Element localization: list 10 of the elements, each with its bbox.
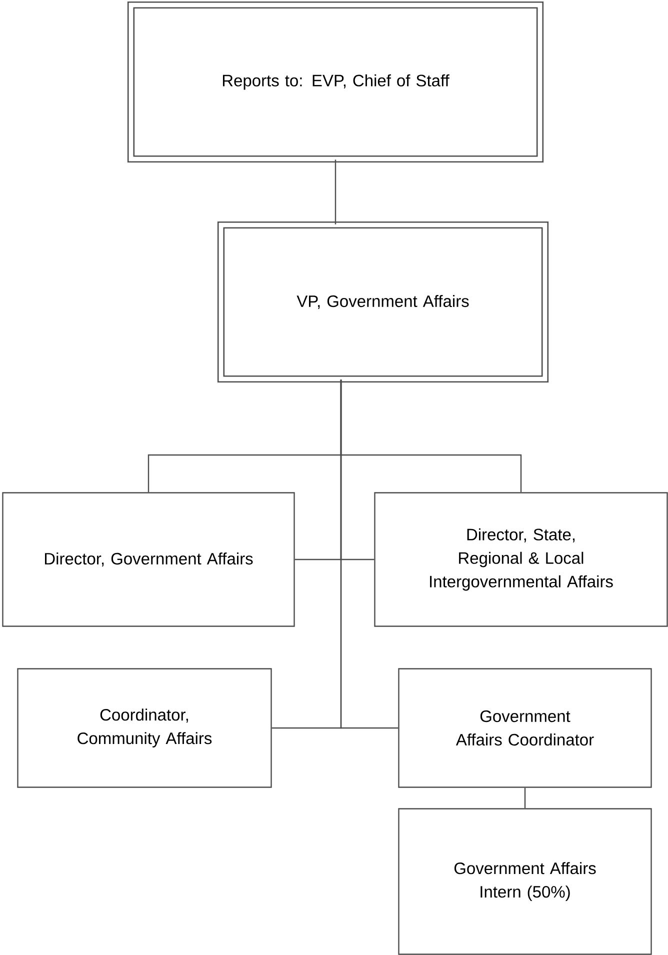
org-box: Director, State, Regional & Local Intergovernmental Affairs (374, 492, 668, 627)
org-box: Government Affairs Coordinator (398, 668, 652, 788)
org-box: Reports to: EVP, Chief of Staff (127, 1, 544, 163)
org-box: VP, Government Affairs (217, 221, 549, 383)
org-box: Director, Government Affairs (2, 492, 295, 627)
org-box: Coordinator, Community Affairs (17, 668, 272, 788)
connector-line (524, 788, 526, 808)
connector-line (334, 160, 336, 224)
connector-line (340, 380, 398, 729)
org-box: Government Affairs Intern (50%) (398, 808, 652, 955)
